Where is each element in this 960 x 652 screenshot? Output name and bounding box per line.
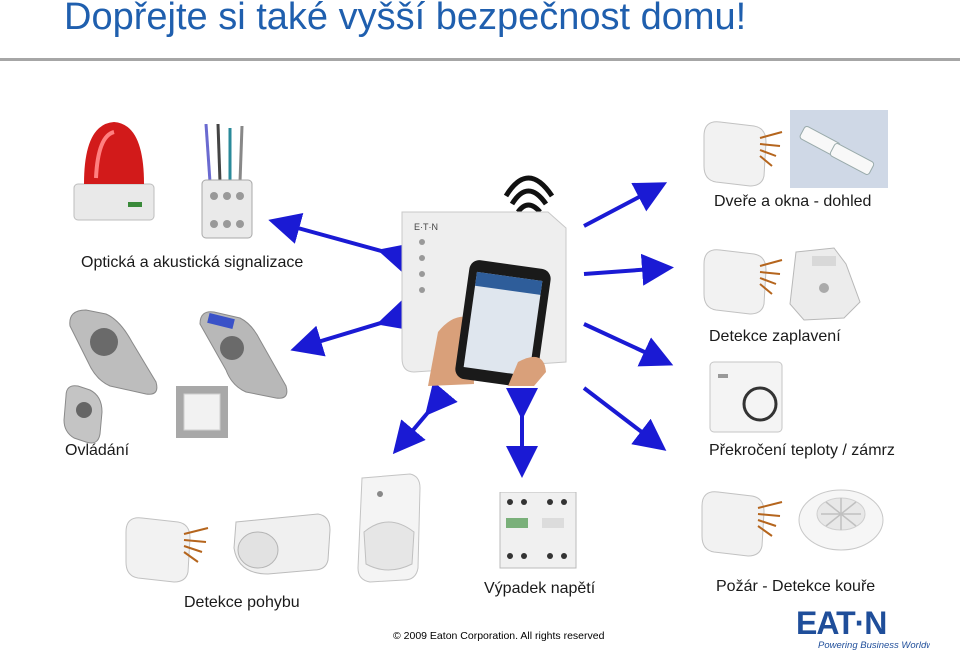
svg-text:E·T·N: E·T·N: [414, 222, 438, 232]
label-temperature: Překročení teploty / zámrz: [709, 442, 895, 459]
key-fob-icon: [63, 385, 103, 444]
label-signalization: Optická a akustická signalizace: [81, 254, 304, 271]
copyright-text: © 2009 Eaton Corporation. All rights res…: [393, 630, 605, 642]
label-flood-detection: Detekce zaplavení: [709, 328, 841, 345]
page-title: Dopřejte si také vyšší bezpečnost domu!: [64, 0, 747, 38]
relay-module-icon: [201, 124, 253, 239]
smoke-sensor-module-icon: [701, 491, 783, 557]
label-motion-detection: Detekce pohybu: [184, 594, 300, 611]
door-sensor-icon: [703, 121, 783, 187]
smoke-detector-icon: [798, 489, 884, 551]
magnetic-contact-icon: [790, 110, 888, 188]
arrow-signal: [268, 212, 413, 274]
remote-control-icon: [69, 309, 158, 395]
arrow-control: [290, 299, 412, 357]
water-detector-icon: [789, 247, 861, 321]
motion-sensor-module-icon: [125, 517, 209, 583]
beacon-icon: [73, 122, 155, 221]
remote-control-display-icon: [199, 311, 288, 399]
label-power-failure: Výpadek napětí: [484, 580, 596, 597]
svg-text:Powering Business Worldwide: Powering Business Worldwide: [818, 640, 930, 651]
label-fire-smoke: Požár - Detekce kouře: [716, 578, 876, 595]
power-monitor-icon: [499, 492, 577, 569]
arrow-flood: [583, 253, 674, 286]
wall-switch-icon: [176, 386, 228, 438]
arrow-flood-2: [583, 322, 674, 367]
label-control: Ovládání: [65, 442, 130, 459]
arrow-doors: [583, 182, 668, 228]
pir-sensor-icon: [357, 473, 421, 583]
arrow-motion: [392, 381, 458, 455]
title-divider: [0, 58, 960, 61]
flood-sensor-icon: [703, 249, 783, 315]
motion-detector-icon: [233, 513, 331, 575]
central-unit-icon: E·T·N: [401, 175, 567, 386]
thermostat-icon: [709, 361, 783, 433]
eaton-logo: EAT·N Powering Business Worldwide: [796, 605, 930, 651]
svg-text:EAT·N: EAT·N: [796, 605, 886, 641]
label-door-window: Dveře a okna - dohled: [714, 193, 872, 210]
arrow-temp: [582, 386, 667, 451]
